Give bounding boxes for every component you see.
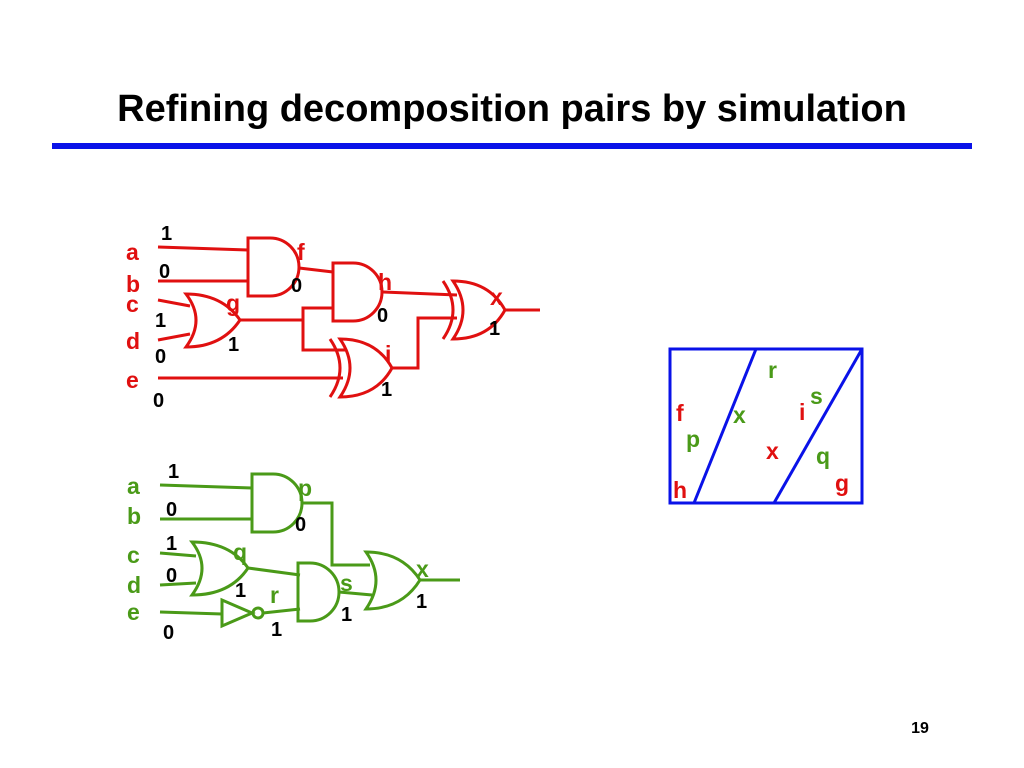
gate-value-f1: 0 bbox=[291, 275, 302, 297]
gate-label-f1: f bbox=[297, 239, 305, 265]
gate-label-q2: q bbox=[233, 539, 247, 565]
wire-c1 bbox=[157, 298, 191, 308]
input-label-b1: b bbox=[126, 271, 140, 297]
input-value-d1: 0 bbox=[155, 346, 166, 368]
gate-value-i1: 1 bbox=[381, 379, 392, 401]
partition-divider-left bbox=[692, 348, 758, 504]
partition-outline bbox=[668, 347, 864, 505]
partition-box bbox=[668, 347, 864, 505]
xor-gate-x1-back bbox=[441, 280, 455, 340]
partition-label-p: p bbox=[686, 426, 700, 452]
gate-label-s2: s bbox=[340, 570, 353, 596]
input-value-b2: 0 bbox=[166, 499, 177, 521]
input-label-e2: e bbox=[127, 599, 140, 625]
input-label-c2: c bbox=[127, 542, 140, 568]
input-value-d2: 0 bbox=[166, 565, 177, 587]
input-value-c2: 1 bbox=[166, 533, 177, 555]
partition-label-q: q bbox=[816, 443, 830, 469]
and-gate-h bbox=[331, 261, 384, 323]
wire-h-out bbox=[382, 290, 458, 297]
gate-label-x2: x bbox=[416, 556, 429, 582]
wire-g-out bbox=[240, 306, 333, 322]
xor-gate-i-back bbox=[328, 338, 342, 398]
partition-label-g: g bbox=[835, 470, 849, 496]
input-label-d1: d bbox=[126, 328, 140, 354]
partition-label-f: f bbox=[676, 400, 684, 426]
not-gate-r bbox=[220, 597, 256, 629]
gate-value-x1: 1 bbox=[489, 318, 500, 340]
gate-value-s2: 1 bbox=[341, 604, 352, 626]
gate-value-g1: 1 bbox=[228, 334, 239, 356]
partition-label-i: i bbox=[799, 399, 805, 425]
gate-label-x1: x bbox=[490, 284, 503, 310]
slide-title: Refining decomposition pairs by simulati… bbox=[117, 88, 907, 130]
and-gate-s bbox=[296, 561, 341, 623]
xor-gate-i bbox=[337, 337, 394, 399]
gate-value-p2: 0 bbox=[295, 514, 306, 536]
wire-i-out bbox=[392, 316, 457, 370]
and-gate-p bbox=[250, 472, 304, 534]
wire-a1 bbox=[157, 245, 249, 252]
or-gate-q bbox=[188, 540, 250, 597]
circuit-2-labels: a b c d e p q r s x bbox=[127, 473, 429, 625]
circuit-2 bbox=[159, 472, 460, 629]
gate-label-g1: g bbox=[226, 290, 240, 316]
circuit-1-values: 1 0 1 0 0 0 1 0 1 1 bbox=[153, 223, 500, 412]
wire-d1 bbox=[157, 332, 191, 342]
gate-label-i1: i bbox=[385, 341, 391, 367]
wire-p-out bbox=[302, 501, 370, 567]
gate-label-h1: h bbox=[378, 269, 392, 295]
wire-c2 bbox=[159, 551, 197, 558]
input-label-c1: c bbox=[126, 291, 139, 317]
input-value-a1: 1 bbox=[161, 223, 172, 245]
title-underline bbox=[52, 143, 972, 149]
partition-labels: f h p x r i s x q g bbox=[673, 357, 849, 503]
wire-d2 bbox=[159, 581, 197, 587]
or-gate-x2 bbox=[363, 550, 422, 611]
input-label-a2: a bbox=[127, 473, 140, 499]
gate-label-p2: p bbox=[298, 475, 312, 501]
partition-label-x-green: x bbox=[733, 402, 746, 428]
input-value-a2: 1 bbox=[168, 461, 179, 483]
partition-divider-right bbox=[772, 348, 864, 504]
xor-gate-x1 bbox=[450, 279, 507, 341]
wire-g-to-i bbox=[301, 320, 345, 352]
wire-q-out bbox=[247, 566, 301, 577]
circuit-1-labels: a b c d e f g h i x bbox=[126, 239, 503, 393]
input-label-b2: b bbox=[127, 503, 141, 529]
input-value-c1: 1 bbox=[155, 310, 166, 332]
wire-f-out bbox=[298, 266, 334, 274]
input-label-a1: a bbox=[126, 239, 139, 265]
gate-value-r2: 1 bbox=[271, 619, 282, 641]
wire-s-out bbox=[338, 590, 373, 597]
input-value-b1: 0 bbox=[159, 261, 170, 283]
input-label-e1: e bbox=[126, 367, 139, 393]
circuit-1 bbox=[157, 236, 540, 399]
gate-value-h1: 0 bbox=[377, 305, 388, 327]
wire-r-out bbox=[262, 607, 301, 615]
gate-label-r2: r bbox=[270, 582, 279, 608]
partition-label-r: r bbox=[768, 357, 777, 383]
gate-value-x2: 1 bbox=[416, 591, 427, 613]
page-number: 19 bbox=[911, 720, 929, 737]
or-gate-g bbox=[182, 292, 242, 349]
not-gate-r-bubble bbox=[251, 606, 265, 620]
input-value-e1: 0 bbox=[153, 390, 164, 412]
gate-value-q2: 1 bbox=[235, 580, 246, 602]
partition-label-h: h bbox=[673, 477, 687, 503]
partition-label-x-red: x bbox=[766, 438, 779, 464]
wire-e2 bbox=[159, 610, 223, 616]
input-value-e2: 0 bbox=[163, 622, 174, 644]
input-label-d2: d bbox=[127, 572, 141, 598]
wire-a2 bbox=[159, 483, 253, 490]
circuit-2-values: 1 0 1 0 0 0 1 1 1 1 bbox=[163, 461, 427, 644]
partition-label-s: s bbox=[810, 383, 823, 409]
